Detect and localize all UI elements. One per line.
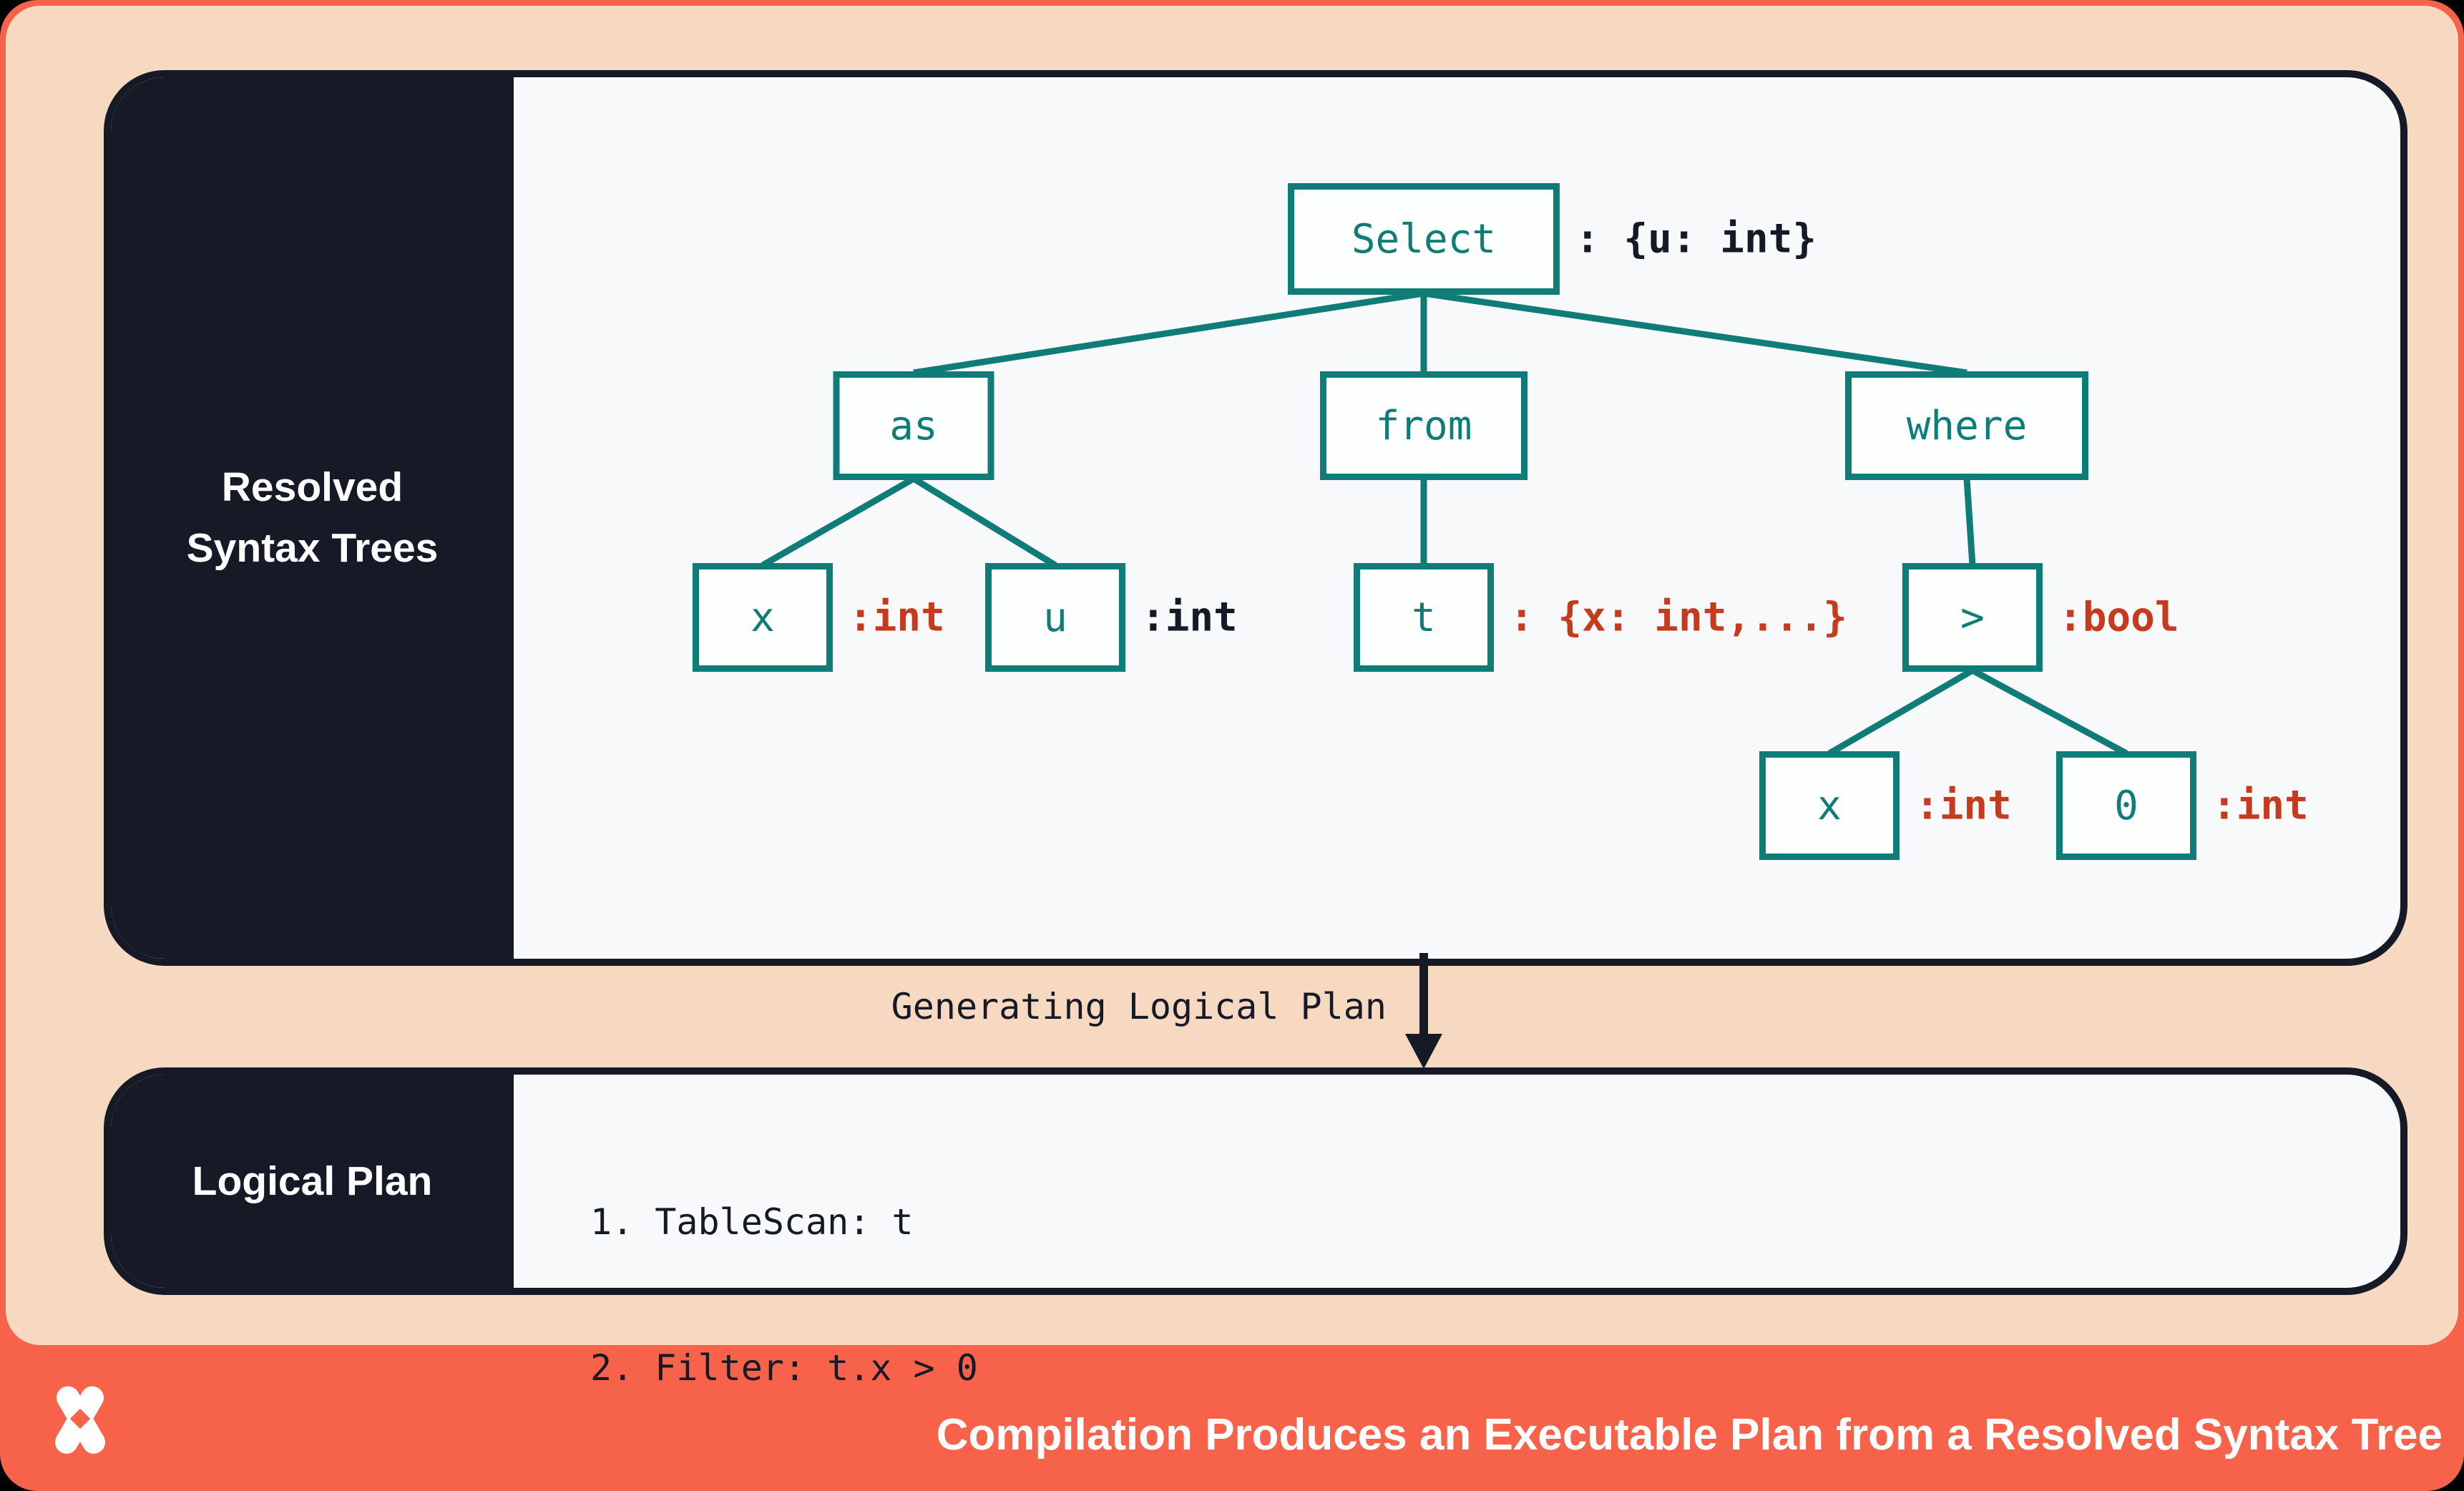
plan-step-2: 2. Filter: t.x > 0 bbox=[590, 1347, 978, 1389]
tree-node-u: u bbox=[985, 563, 1125, 672]
tree-node-zero-type: :int bbox=[2212, 782, 2309, 829]
tree-node-select-type: : {u: int} bbox=[1575, 215, 1817, 263]
footer-caption: Compilation Produces an Executable Plan … bbox=[936, 1410, 2443, 1460]
tree-node-t-type: : {x: int,...} bbox=[1510, 594, 1848, 641]
transition-arrow bbox=[1405, 953, 1442, 1069]
tree-node-t: t bbox=[1354, 563, 1494, 672]
transition-label: Generating Logical Plan bbox=[891, 986, 1387, 1027]
tree-node-u-type: :int bbox=[1141, 594, 1238, 641]
sidebar-label-line2: Syntax Trees bbox=[186, 525, 439, 571]
tree-node-from: from bbox=[1320, 371, 1527, 480]
logical-plan-steps: 1. TableScan: t 2. Filter: t.x > 0 3. Pr… bbox=[590, 1100, 1085, 1491]
tree-node-where: where bbox=[1845, 371, 2088, 480]
tree-node-x-where: x bbox=[1759, 751, 1900, 860]
tree-node-gt-type: :bool bbox=[2058, 594, 2179, 641]
logical-plan-panel: Logical Plan bbox=[104, 1067, 2407, 1295]
sidebar-label: Logical Plan bbox=[192, 1158, 433, 1204]
tree-node-as: as bbox=[833, 371, 994, 480]
resolved-syntax-trees-panel: Resolved Syntax Trees bbox=[104, 70, 2407, 966]
logical-plan-sidebar: Logical Plan bbox=[111, 1075, 514, 1288]
resolved-syntax-trees-sidebar: Resolved Syntax Trees bbox=[111, 77, 514, 959]
x-pinwheel-logo-icon bbox=[55, 1386, 105, 1454]
tree-node-gt: > bbox=[1902, 563, 2043, 672]
tree-node-zero: 0 bbox=[2056, 751, 2196, 860]
tree-node-x-as-type: :int bbox=[849, 594, 945, 641]
tree-node-x-where-type: :int bbox=[1915, 782, 2012, 829]
tree-node-select: Select bbox=[1288, 183, 1560, 295]
sidebar-label-line1: Resolved bbox=[221, 464, 404, 510]
plan-step-1: 1. TableScan: t bbox=[590, 1201, 914, 1243]
tree-node-x-as: x bbox=[693, 563, 833, 672]
